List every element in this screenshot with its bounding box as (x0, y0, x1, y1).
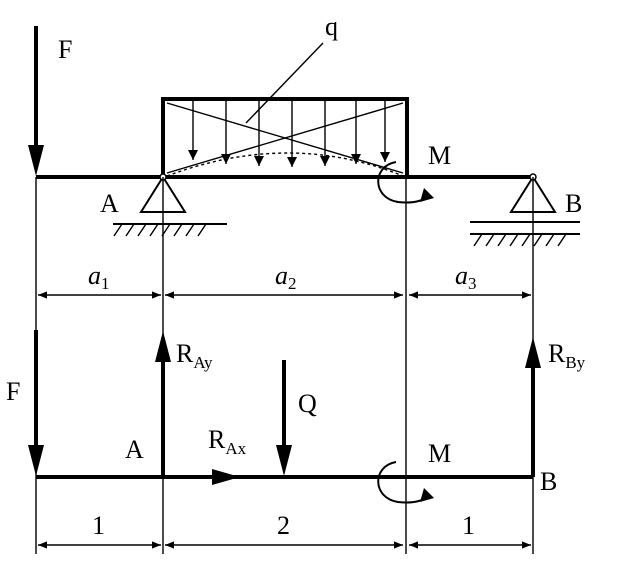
reaction-ray-label: RAy (176, 339, 213, 372)
bottom-scheme: F RAy RAx Q A M (6, 330, 586, 549)
resultant-q-arrow (276, 360, 292, 476)
load-q-label: q (325, 12, 338, 41)
reaction-rax-arrow (212, 469, 240, 485)
span-a3-label: a3 (455, 261, 477, 293)
support-a (113, 173, 227, 237)
reaction-rax-label: RAx (208, 425, 247, 458)
extension-lines (35, 99, 534, 554)
support-b (470, 173, 580, 247)
top-moment-m (377, 161, 434, 204)
support-b-label: B (565, 189, 582, 218)
distributed-load-q (161, 42, 409, 179)
span-2-label: 2 (277, 511, 290, 540)
span-a2-label: a2 (275, 261, 297, 293)
top-force-f-label: F (58, 35, 72, 64)
top-force-f-arrow (28, 26, 44, 176)
span-3-label: 1 (462, 511, 475, 540)
point-a-label: A (125, 435, 144, 464)
reaction-rby-label: RBy (548, 339, 586, 372)
bottom-force-f-arrow (28, 330, 44, 476)
load-arrows (188, 99, 390, 167)
top-scheme: F q M (28, 12, 582, 299)
bottom-moment-m (377, 461, 434, 504)
span-a1-label: a1 (88, 261, 110, 293)
bottom-moment-m-label: M (428, 439, 451, 468)
reaction-ray-arrow (155, 331, 171, 477)
span-1-label: 1 (92, 511, 105, 540)
support-a-label: A (100, 189, 119, 218)
resultant-q-label: Q (298, 389, 317, 418)
bottom-force-f-label: F (6, 377, 20, 406)
point-b-label: B (540, 467, 557, 496)
reaction-rby-arrow (525, 337, 541, 477)
top-moment-m-label: M (428, 141, 451, 170)
